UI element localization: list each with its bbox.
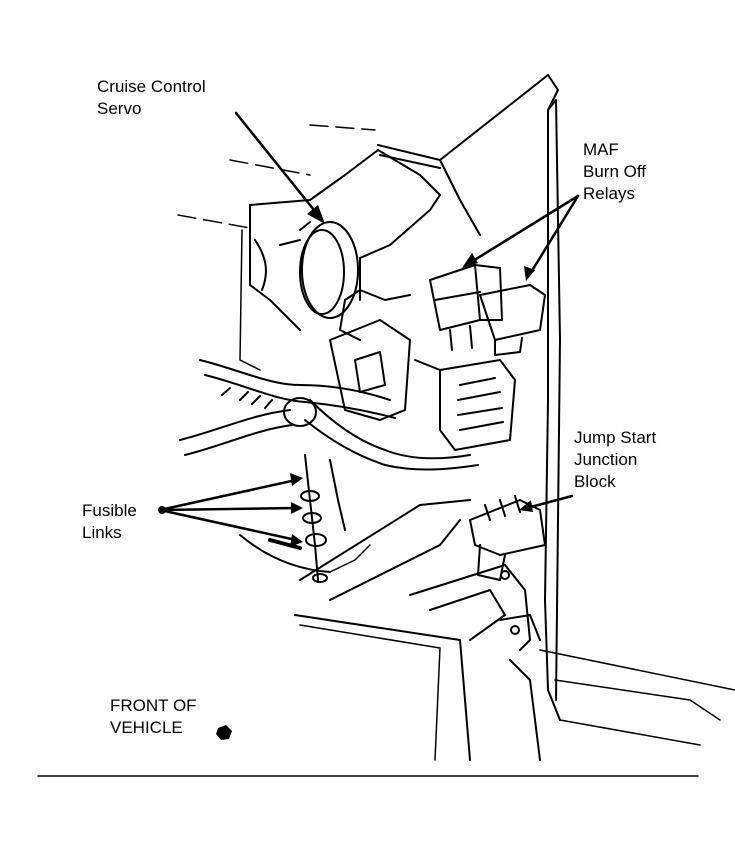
maf-relays-drawing (429, 264, 546, 356)
reference-lines (177, 124, 376, 229)
fusible-links-drawing (239, 454, 371, 583)
connector-block-drawing (329, 319, 516, 451)
jump-start-block-drawing (469, 495, 546, 581)
fender-outline (377, 74, 735, 746)
fusible-links-bullet (158, 506, 166, 514)
lower-panel-drawing (294, 499, 541, 761)
label-jump-start-junction-block: Jump Start Junction Block (574, 428, 657, 491)
front-marker-icon (216, 725, 232, 740)
label-cruise-control-servo: Cruise Control Servo (97, 77, 206, 118)
leader-arrows (158, 111, 580, 542)
label-fusible-links: Fusible Links (82, 501, 137, 542)
arrow-heads (290, 205, 535, 547)
cruise-control-servo-drawing (239, 149, 441, 371)
label-front-of-vehicle: FRONT OF VEHICLE (110, 696, 197, 737)
label-maf-burn-off-relays: MAF Burn Off Relays (583, 140, 646, 203)
wiring-harness-drawing (179, 359, 479, 471)
